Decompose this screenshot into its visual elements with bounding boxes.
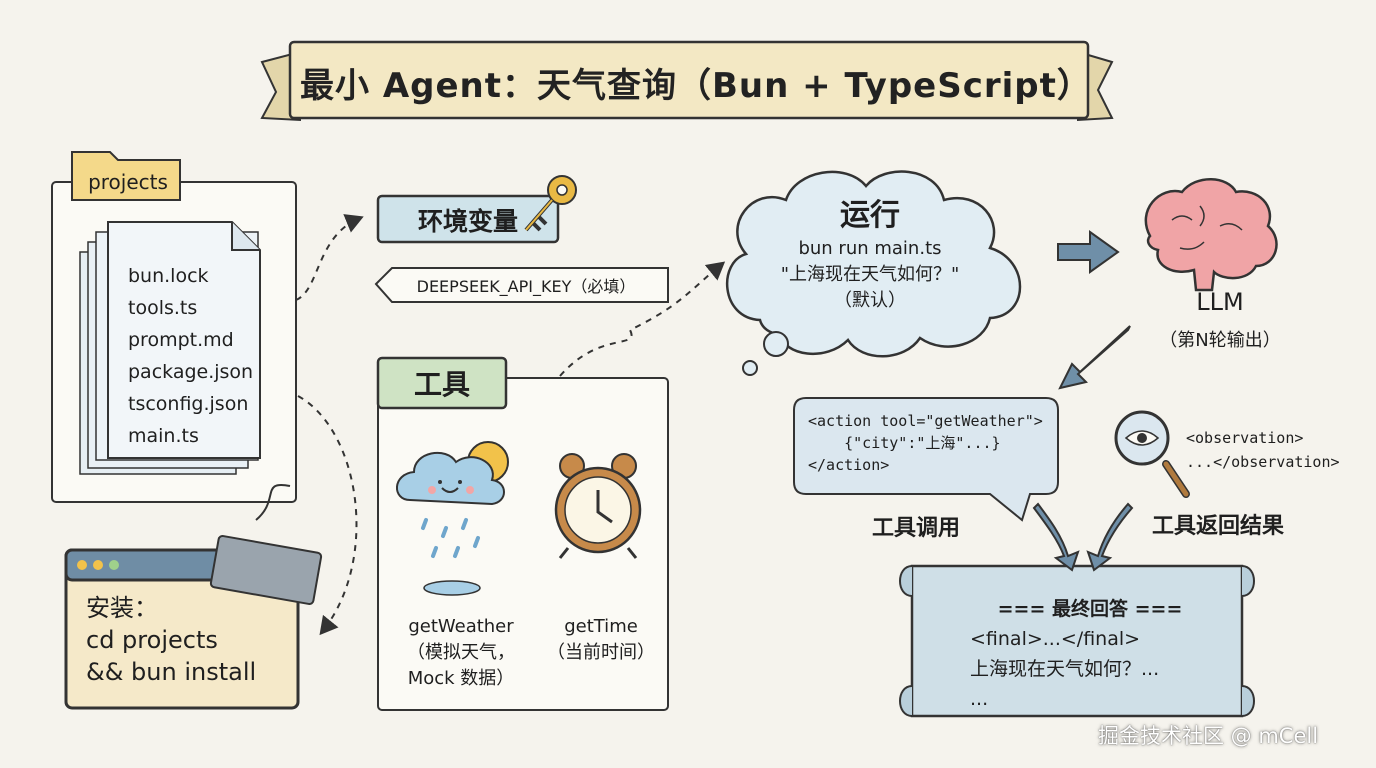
page-title: 最小 Agent：天气查询（Bun + TypeScript） [300,66,1092,106]
run-title: 运行 [840,198,900,233]
file-item: main.ts [128,425,199,447]
magnifier-icon [1114,410,1190,498]
keyboard-icon [209,483,323,606]
run-line: （默认） [834,290,906,311]
observation-caption: 工具返回结果 [1152,514,1285,539]
install-line: 安装： [86,594,158,622]
watermark: 掘金技术社区 @ mCell [1098,724,1319,748]
final-scroll [899,564,1255,718]
llm-label: LLM [1196,288,1244,316]
tools-label: 工具 [413,368,470,401]
file-item: tsconfig.json [128,393,249,415]
weather-tool-desc: （模拟天气， [407,642,515,663]
install-line: && bun install [86,658,257,686]
observation-line: <observation> [1186,429,1304,447]
dashed-connectors [295,214,726,636]
alarm-clock-icon [554,453,642,559]
file-item: package.json [128,361,254,383]
observation-code: <observation> ...</observation> [1186,426,1340,474]
file-item: prompt.md [128,329,234,351]
env-panel [374,194,669,303]
weather-tool-name: getWeather [408,616,514,637]
time-tool-name: getTime [564,616,638,637]
llm-sublabel: （第N轮输出） [1159,330,1281,351]
action-caption: 工具调用 [872,516,961,541]
observation-line: ...</observation> [1186,453,1340,471]
weather-cloud-icon [396,441,509,596]
env-label: 环境变量 [417,207,518,236]
file-item: bun.lock [128,265,209,287]
run-details: bun run main.ts "上海现在天气如何？" （默认） [740,236,1000,314]
file-list: bun.lock tools.ts prompt.md package.json… [128,260,253,452]
projects-folder [51,151,297,503]
time-tool-desc: （当前时间） [547,642,655,663]
install-line: cd projects [86,626,218,654]
final-answer-text: === 最终回答 === <final>...</final> 上海现在天气如何… [970,594,1210,714]
file-item: tools.ts [128,297,198,319]
final-answer-title: === 最终回答 === [997,598,1183,620]
action-line: <action tool="getWeather"> [808,412,1043,430]
run-line: "上海现在天气如何？" [780,264,960,285]
weather-tool-desc: Mock 数据） [407,668,515,689]
action-code: <action tool="getWeather"> {"city":"上海".… [808,410,1043,476]
action-line: {"city":"上海"...} [808,434,1001,452]
action-bubble [793,397,1059,522]
title-banner [260,40,1114,122]
weather-tool-caption: getWeather （模拟天气， Mock 数据） [398,614,524,692]
install-instructions: 安装： cd projects && bun install [86,592,256,688]
run-line: bun run main.ts [798,238,942,259]
flow-arrows [1032,230,1134,572]
final-answer-line: <final>...</final> [970,628,1141,650]
run-cloud [725,170,1022,376]
action-line: </action> [808,456,890,474]
folder-label: projects [88,170,168,194]
final-answer-line: 上海现在天气如何？... [970,658,1160,680]
final-answer-line: ... [970,688,989,710]
env-value: DEEPSEEK_API_KEY（必填） [416,277,636,296]
key-icon [524,175,577,232]
brain-icon [1144,178,1278,292]
time-tool-caption: getTime （当前时间） [540,614,662,666]
